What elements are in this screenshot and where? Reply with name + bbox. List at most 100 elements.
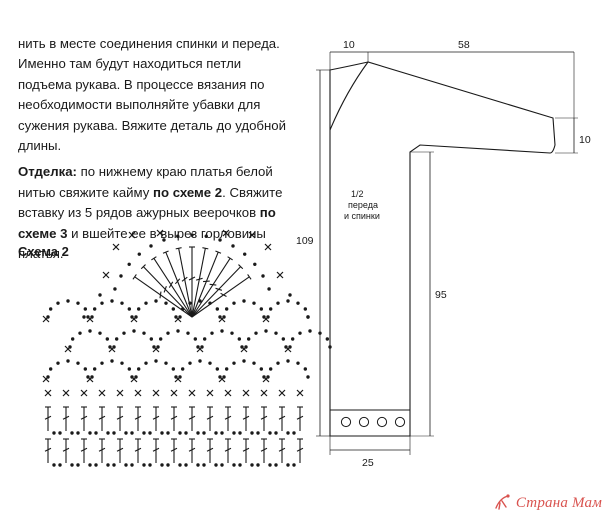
single-crochet-mark: [276, 271, 284, 279]
chain-dot: [142, 463, 146, 467]
fan-stitch: [191, 256, 233, 318]
chain-dot: [70, 463, 74, 467]
chain-dot: [261, 274, 265, 278]
chain-dot: [124, 463, 128, 467]
chain-dot: [325, 337, 330, 341]
chain-dot: [250, 463, 254, 467]
chain-dot: [196, 463, 200, 467]
chain-dot: [171, 307, 176, 311]
chain-dot: [124, 431, 128, 435]
chain-dot: [252, 301, 256, 305]
chain-dot: [202, 337, 207, 341]
dim-top-left: 10: [343, 39, 355, 51]
chain-dot: [218, 238, 222, 242]
single-crochet-mark: [174, 315, 182, 323]
single-crochet-mark: [86, 375, 94, 383]
single-crochet-mark: [196, 345, 204, 353]
base-stitch: [134, 438, 142, 463]
chain-dot: [220, 463, 224, 467]
finishing-heading: Отделка:: [18, 164, 77, 180]
chain-dot: [268, 367, 273, 371]
single-crochet-mark: [86, 315, 94, 323]
chain-dot: [120, 361, 124, 365]
chain-dot: [166, 331, 170, 335]
chain-dot: [76, 463, 80, 467]
single-crochet-mark: [248, 231, 256, 239]
chain-dot: [190, 233, 194, 237]
base-stitch: [152, 438, 160, 463]
base-stitch: [188, 406, 196, 431]
single-crochet-mark: [296, 389, 304, 397]
chain-dot: [48, 367, 53, 371]
chain-dot: [144, 361, 148, 365]
chain-dot: [286, 299, 290, 303]
base-stitch: [242, 438, 250, 463]
chain-dot: [253, 262, 257, 266]
chain-dot: [83, 367, 88, 371]
chain-dot: [106, 431, 110, 435]
fan-stitch: [175, 247, 193, 318]
chain-dot: [303, 367, 308, 371]
chain-dot: [58, 431, 62, 435]
chain-dot: [220, 329, 224, 333]
chain-dot: [176, 234, 180, 238]
single-crochet-mark: [222, 229, 230, 237]
base-stitch: [44, 438, 52, 463]
stork-icon: [495, 494, 510, 510]
chain-dot: [238, 463, 242, 467]
watermark-text: Страна Мам: [515, 495, 602, 511]
chain-dot: [232, 301, 236, 305]
chain-dot: [176, 329, 180, 333]
watermark: Страна Мам: [492, 492, 602, 512]
chain-dot: [296, 301, 300, 305]
chain-dot: [76, 301, 80, 305]
single-crochet-mark: [170, 389, 178, 397]
chain-dot: [286, 359, 290, 363]
chain-dot: [142, 431, 146, 435]
paragraph-sleeve: нить в месте соединения спинки и переда.…: [18, 36, 286, 154]
single-crochet-mark: [42, 375, 50, 383]
chain-dot: [186, 331, 190, 335]
label-fraction: 1/2: [351, 189, 364, 199]
chain-dot: [178, 431, 182, 435]
chain-dot: [70, 431, 74, 435]
chain-dot: [88, 431, 92, 435]
chain-dot: [83, 307, 88, 311]
chain-dot: [82, 315, 86, 319]
single-crochet-mark: [264, 243, 272, 251]
garment-schematic: 10 58 10 109 95 25 1/2 переда и спинки: [296, 39, 591, 469]
scheme-title: Схема 2: [18, 244, 69, 259]
chain-dot: [110, 299, 114, 303]
chain-dot: [243, 252, 247, 256]
chain-dot: [119, 274, 123, 278]
base-stitch: [170, 438, 178, 463]
single-crochet-mark: [218, 375, 226, 383]
chain-dot: [88, 329, 92, 333]
chain-dot: [210, 331, 214, 335]
single-crochet-mark: [62, 389, 70, 397]
chain-dot: [292, 463, 296, 467]
base-stitch: [260, 438, 268, 463]
fan-stitch: [188, 246, 196, 317]
chain-dot: [112, 463, 116, 467]
base-stitch: [188, 438, 196, 463]
chain-dot: [160, 431, 164, 435]
chain-dot: [142, 331, 146, 335]
base-stitch: [98, 438, 106, 463]
chain-dot: [198, 359, 202, 363]
chain-dot: [281, 337, 286, 341]
chain-dot: [130, 463, 134, 467]
dim-inner-height: 95: [435, 289, 447, 301]
chain-dot: [298, 331, 302, 335]
chain-dot: [88, 463, 92, 467]
single-crochet-mark: [262, 375, 270, 383]
chain-dot: [178, 463, 182, 467]
chain-dot: [66, 299, 70, 303]
chain-dot: [120, 301, 124, 305]
chain-dot: [122, 331, 126, 335]
chain-dot: [70, 337, 75, 341]
fan-stitch: [132, 274, 193, 318]
base-stitch: [278, 406, 286, 431]
base-stitch: [170, 406, 178, 431]
chain-dot: [256, 463, 260, 467]
